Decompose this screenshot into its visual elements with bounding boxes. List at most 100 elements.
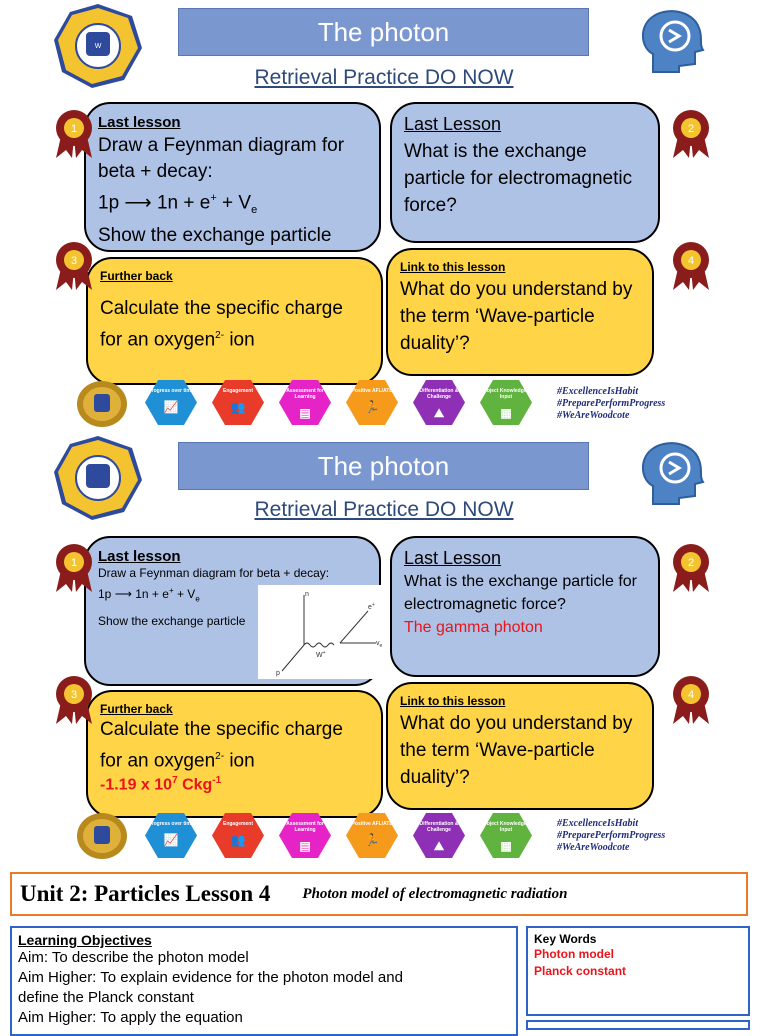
label-p: p [276,670,280,677]
equation-right: 1n + e [135,587,169,601]
svg-text:ve: ve [376,640,383,649]
objective-item: Aim Higher: To explain evidence for the … [18,969,403,986]
hex-label: Progress over time [148,388,194,394]
rosette-4: 4 [669,674,713,726]
lesson-subtitle: Photon model of electromagnetic radiatio… [302,885,568,902]
hex-label: Subject Knowledge & Input [480,388,532,400]
rosette-number: 4 [688,255,694,267]
label-e-sup: + [372,602,375,608]
equation-right: 1n + e [156,192,211,214]
box-line-3: Show the exchange particle [98,225,332,247]
equation-tail: + V [216,192,252,214]
rosette-3: 3 [52,674,96,726]
box-heading: Further back [100,702,173,716]
hex-positive: Positive AFL/ATL 🏃 [346,380,398,425]
box-text: Draw a Feynman diagram for beta + decay:… [98,133,367,249]
box-heading: Last lesson [98,114,181,131]
question-box-3: Further back Calculate the specific char… [86,690,383,818]
svg-text:W: W [95,43,102,50]
rosette-1: 1 [52,542,96,594]
hex-label: Assessment for Learning [286,388,324,400]
objectives-heading: Learning Objectives [18,932,152,948]
chart-icon: 📈 [163,400,179,414]
hashtag: #WeAreWoodcote [557,410,630,421]
lesson-title-box: Unit 2: Particles Lesson 4 Photon model … [10,872,748,916]
runner-icon: 🏃 [364,833,380,847]
hex-positive: Positive AFL/ATL 🏃 [346,813,398,858]
box-line-1: Draw a Feynman diagram for beta + decay: [98,135,345,182]
slide-subtitle-text: Retrieval Practice DO NOW [254,66,514,89]
slide-subtitle: Retrieval Practice DO NOW [0,66,768,90]
rosette-3: 3 [52,240,96,292]
box-heading: Last lesson [98,548,181,565]
hashtags: #ExcellenceIsHabit #PreparePerformProgre… [557,818,665,854]
hex-label: Engagement [222,388,253,394]
people-icon: 👥 [230,833,246,847]
teacher-icon: ▦ [500,406,512,420]
box-line-3: Show the exchange particle [98,614,246,629]
hex-assessment: Assessment for Learning▤ [279,813,331,858]
hashtag: #PreparePerformProgress [557,398,666,409]
answer-text: -1.19 x 107 Ckg-1 [100,775,369,794]
box-text: Calculate the specific charge for an oxy… [100,295,369,353]
keywords-box-lower [526,1020,750,1030]
rosette-1: 1 [52,108,96,160]
hex-label: Positive AFL/ATL [351,821,393,827]
school-crest: W [52,2,144,90]
answer-value: -1.19 x 10 [100,776,173,794]
charge-sup: 2- [215,751,225,762]
specific-charge-text: Calculate the specific charge for an oxy… [100,719,343,772]
equation-sub: e [251,204,258,217]
hex-label: Progress over time [148,821,194,827]
box-text: What is the exchange particle for electr… [404,573,638,613]
hex-assessment: Assessment for Learning▤ [279,380,331,425]
objective-item: Aim Higher: To apply the equation [18,1009,243,1026]
feynman-diagram: n p W+ e+ ve [258,585,398,679]
label-n: n [305,591,309,598]
arrow-icon: ⟶ [114,587,132,601]
rosette-number: 1 [71,123,77,135]
lesson-title: Unit 2: Particles Lesson 4 [20,881,271,906]
question-box-1: Last lesson Draw a Feynman diagram for b… [84,102,381,252]
clipboard-icon: ▤ [299,839,311,853]
hex-differentiation: Differentiation & Challenge ⛰ [413,380,465,425]
people-icon: 👥 [230,400,246,414]
hex-label: Engagement [222,821,253,827]
box-heading: Last Lesson [404,114,502,134]
question-box-2: Last Lesson What is the exchange particl… [390,536,660,677]
school-crest [52,434,144,522]
climb-icon: ⛰ [433,406,445,420]
equation-sub: e [195,594,200,604]
box-text: What do you understand by the term ‘Wave… [400,713,633,788]
hex-label: Differentiation & Challenge [419,388,459,400]
arrow-icon: ⟶ [124,192,152,214]
label-v-sub: e [380,643,383,649]
gold-medal [76,380,128,428]
rosette-number: 4 [688,689,694,701]
rosette-2: 2 [669,542,713,594]
answer-unit-exp: -1 [212,775,222,787]
specific-charge-text: Calculate the specific charge for an oxy… [100,298,343,351]
svg-text:e+: e+ [368,602,375,611]
equation-sup: + [168,586,174,595]
label-w-sup: + [323,650,326,656]
box-heading: Last Lesson [404,548,502,568]
question-box-4: Link to this lesson What do you understa… [386,682,654,810]
label-v: v [376,640,380,647]
box-text: What do you understand by the term ‘Wave… [400,279,633,354]
keywords-heading: Key Words [534,932,597,946]
keyword-item: Planck constant [534,964,627,978]
equation-left: 1p [98,192,120,214]
hex-label: Subject Knowledge & Input [480,821,532,833]
rosette-number: 2 [688,557,694,569]
hex-progress-over-time: Progress over time 📈 [145,380,197,425]
box-text: Draw a Feynman diagram for beta + decay:… [98,565,367,630]
rosette-4: 4 [669,240,713,292]
head-logo [633,440,713,515]
answer-unit: Ckg [177,776,213,794]
hex-label: Positive AFL/ATL [351,388,393,394]
svg-text:W+: W+ [316,650,326,659]
hex-label: Differentiation & Challenge [419,821,459,833]
runner-icon: 🏃 [364,400,380,414]
hashtag: #ExcellenceIsHabit [557,386,639,397]
